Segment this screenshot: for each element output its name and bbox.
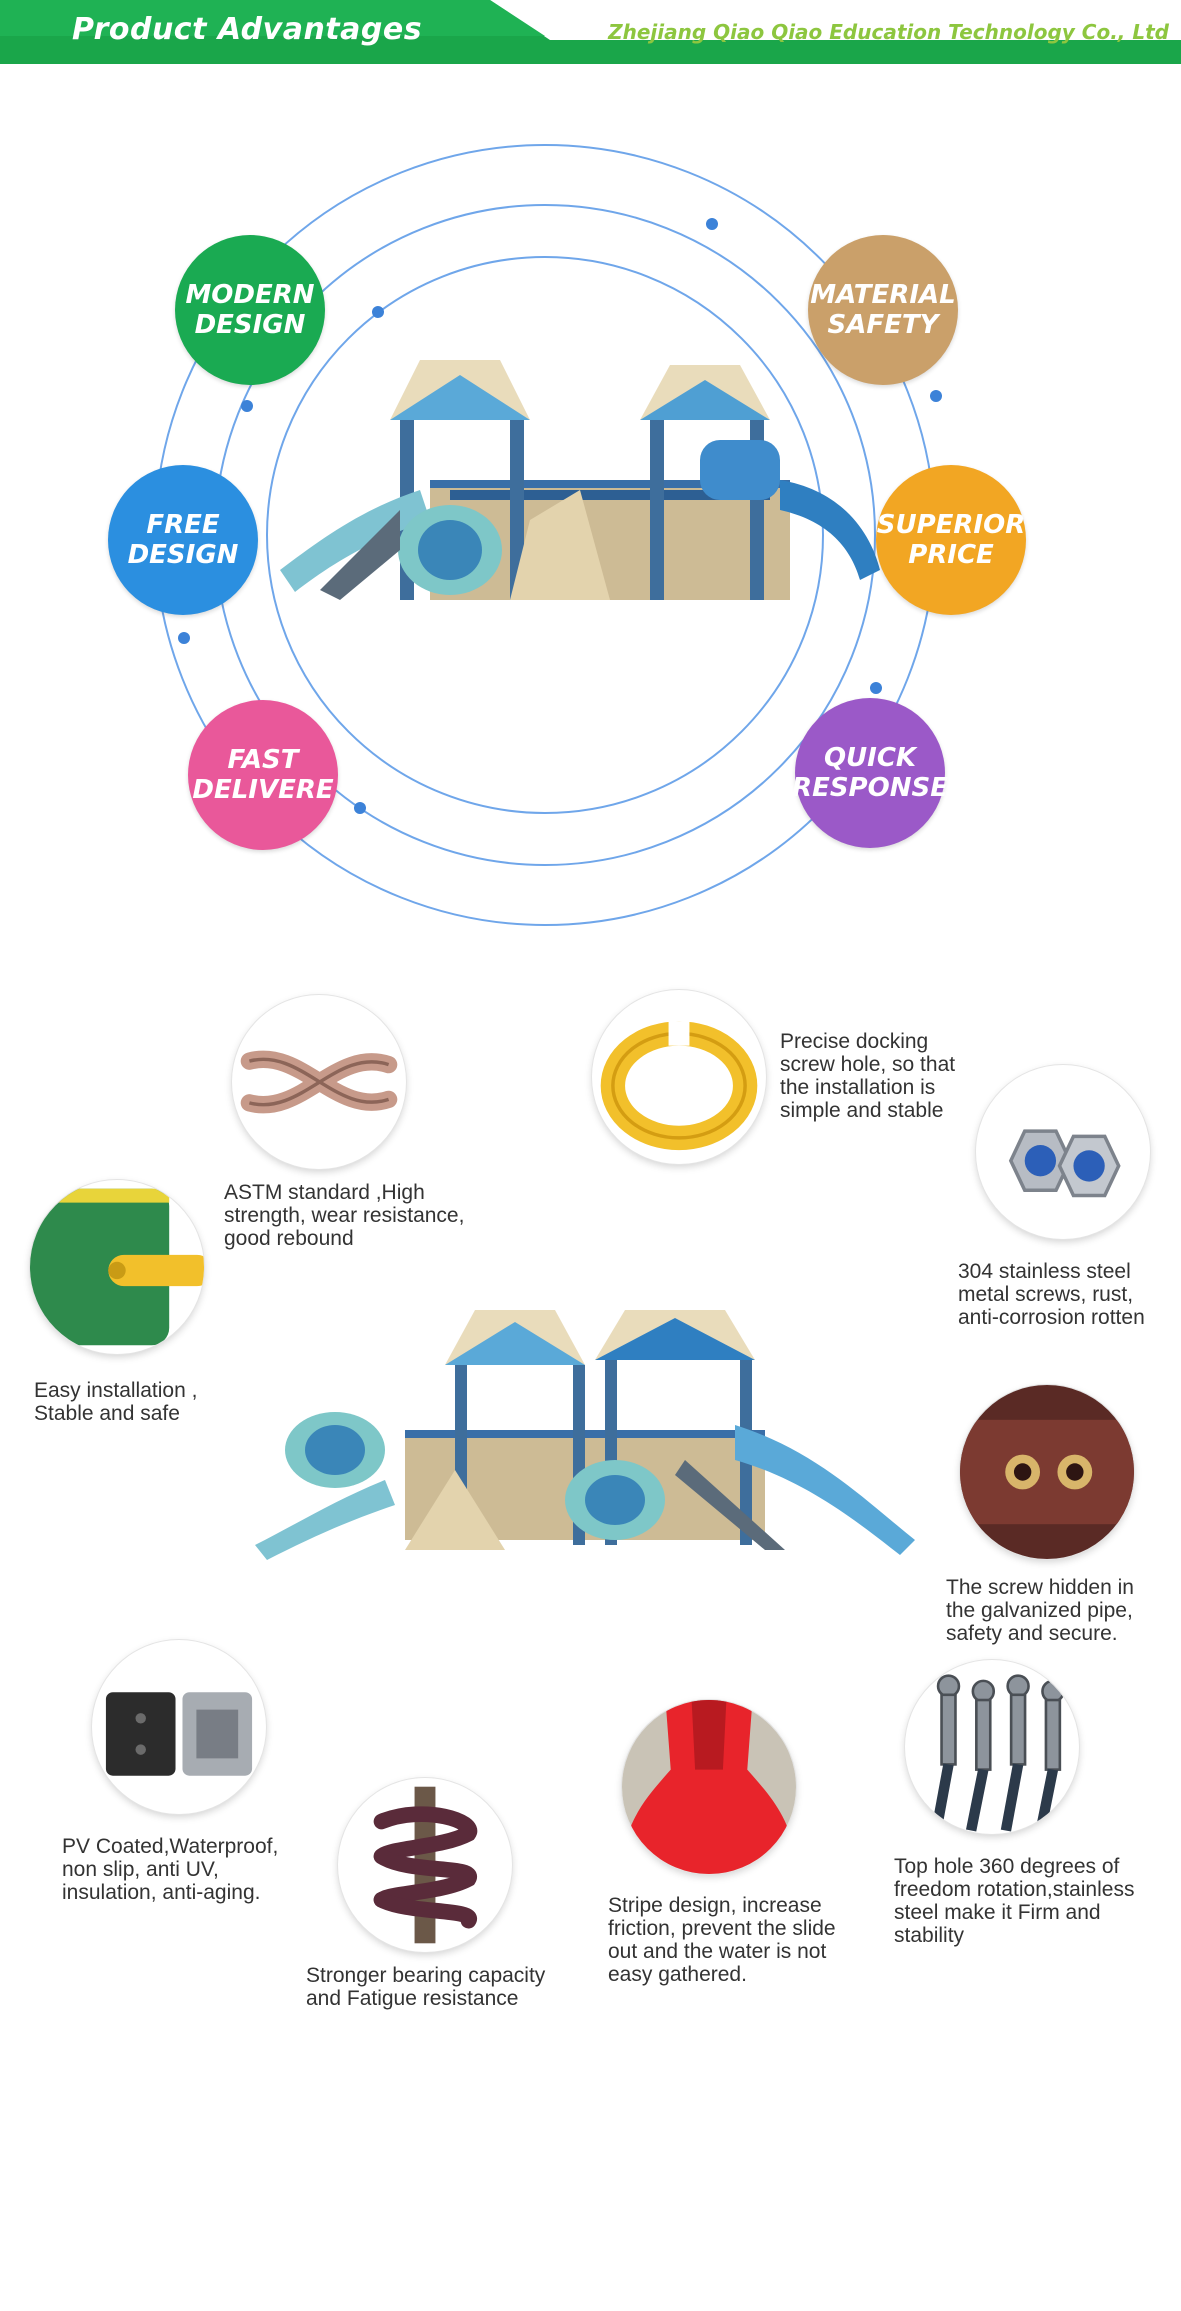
advantage-fast-delivere: FAST DELIVERE <box>188 700 338 850</box>
advantage-label: MATERIAL SAFETY <box>810 280 956 340</box>
feature-caption-coated: PV Coated,Waterproof, non slip, anti UV,… <box>62 1835 279 1904</box>
header-background <box>0 0 1181 64</box>
coated-deck-icon <box>92 1640 266 1814</box>
header-banner: Product Advantages Zhejiang Qiao Qiao Ed… <box>0 0 1181 64</box>
hidden-screw-icon <box>960 1385 1134 1559</box>
pipe-clamp-icon <box>592 990 766 1164</box>
orbit-rings <box>154 144 942 926</box>
playground-illustration-center <box>255 1310 925 1580</box>
feature-caption-swivel: Top hole 360 degrees of freedom rotation… <box>894 1855 1135 1947</box>
feature-caption-slide: Stripe design, increase friction, preven… <box>608 1894 836 1986</box>
advantage-quick-response: QUICK RESPONSE <box>792 698 948 848</box>
spring-icon <box>338 1778 512 1952</box>
advantage-label: FREE DESIGN <box>127 510 239 570</box>
feature-caption-installation: Easy installation , Stable and safe <box>34 1379 198 1425</box>
advantage-free-design: FREE DESIGN <box>108 465 258 615</box>
feature-caption-rope: ASTM standard ,High strength, wear resis… <box>224 1181 465 1250</box>
rope-knot-icon <box>232 995 406 1169</box>
advantage-modern-design: MODERN DESIGN <box>175 235 325 385</box>
swivel-hooks-icon <box>905 1660 1079 1834</box>
feature-caption-spring: Stronger bearing capacity and Fatigue re… <box>306 1964 546 2010</box>
panel-connector-icon <box>30 1180 204 1354</box>
red-slide-icon <box>622 1700 796 1874</box>
advantage-label: QUICK RESPONSE <box>792 743 948 803</box>
advantage-material-safety: MATERIAL SAFETY <box>808 235 958 385</box>
lock-nut-icon <box>976 1065 1150 1239</box>
page-title: Product Advantages <box>72 12 423 47</box>
company-name: Zhejiang Qiao Qiao Education Technology … <box>608 20 1169 44</box>
advantage-superior-price: SUPERIOR PRICE <box>876 465 1026 615</box>
feature-caption-clamp: Precise docking screw hole, so that the … <box>780 1030 956 1122</box>
playground-illustration-top <box>280 360 880 600</box>
feature-caption-hidden-screw: The screw hidden in the galvanized pipe,… <box>946 1576 1134 1645</box>
advantage-label: MODERN DESIGN <box>185 280 315 340</box>
advantage-label: FAST DELIVERE <box>192 745 334 805</box>
advantage-label: SUPERIOR PRICE <box>876 510 1026 570</box>
feature-caption-screws: 304 stainless steel metal screws, rust, … <box>958 1260 1145 1329</box>
advantages-diagram: MODERN DESIGN MATERIAL SAFETY FREE DESIG… <box>0 120 1181 940</box>
